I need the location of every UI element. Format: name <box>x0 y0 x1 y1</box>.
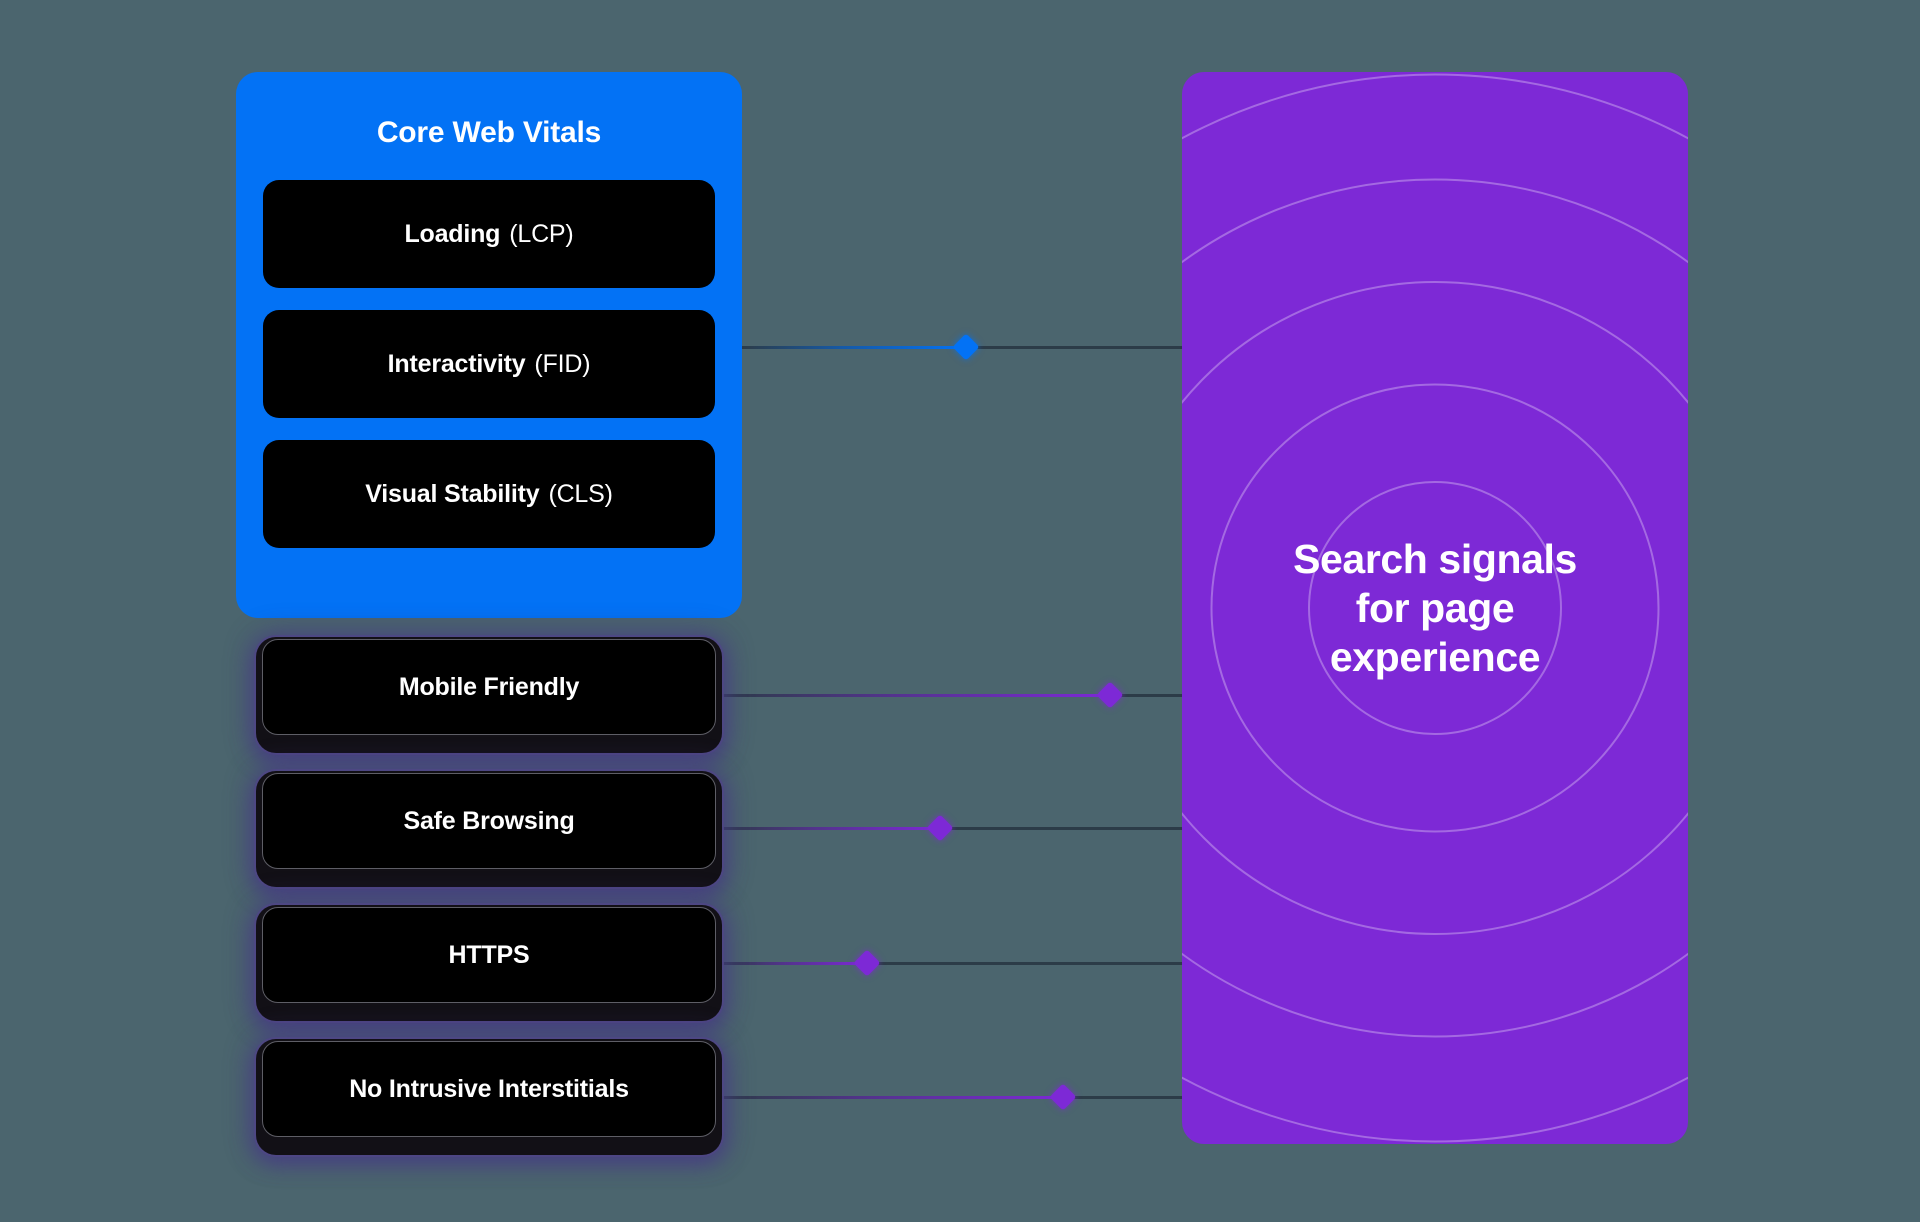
connector-flow <box>742 346 966 349</box>
metric-abbreviation: (CLS) <box>548 479 613 508</box>
connector-node-icon <box>1049 1083 1077 1111</box>
metric-abbreviation: (FID) <box>534 349 591 378</box>
signal-label: No Intrusive Interstitials <box>262 1041 716 1137</box>
signal-label: Mobile Friendly <box>262 639 716 735</box>
core-web-vitals-item-loading[interactable]: Loading (LCP) <box>263 180 715 288</box>
connector-rail <box>742 346 1182 349</box>
connector-node-icon <box>952 333 980 361</box>
signal-box-safe-browsing[interactable]: Safe Browsing <box>256 771 722 887</box>
connector-flow <box>722 694 1110 697</box>
signal-box-no-intrusive-interstitials[interactable]: No Intrusive Interstitials <box>256 1039 722 1155</box>
connector-rail <box>722 694 1182 697</box>
connector-rail <box>722 962 1182 965</box>
connector-flow <box>722 827 940 830</box>
signal-box-mobile-friendly[interactable]: Mobile Friendly <box>256 637 722 753</box>
concentric-ring-icon <box>1182 178 1688 1038</box>
search-signals-line-3: experience <box>1329 633 1541 680</box>
search-signals-panel: Search signals for page experience <box>1182 72 1688 1144</box>
search-signals-heading: Search signals for page experience <box>1182 535 1688 681</box>
metric-name: Loading <box>404 219 501 248</box>
core-web-vitals-panel: Core Web Vitals Loading (LCP) Interactiv… <box>236 72 742 618</box>
metric-name: Interactivity <box>387 349 526 378</box>
concentric-ring-icon <box>1308 481 1562 735</box>
connector-rail <box>722 827 1182 830</box>
connector-node-icon <box>1096 681 1124 709</box>
core-web-vitals-item-interactivity[interactable]: Interactivity (FID) <box>263 310 715 418</box>
core-web-vitals-title: Core Web Vitals <box>376 116 602 149</box>
connector-https <box>722 949 1182 977</box>
search-signals-line-1: Search signals <box>1293 535 1577 582</box>
connector-rail <box>722 1096 1182 1099</box>
concentric-ring-icon <box>1210 383 1660 833</box>
core-web-vitals-item-visual-stability[interactable]: Visual Stability (CLS) <box>263 440 715 548</box>
connector-no-intrusive-interstitials <box>722 1083 1182 1111</box>
connector-safe-browsing <box>722 814 1182 842</box>
connector-node-icon <box>853 949 881 977</box>
connector-flow <box>722 1096 1063 1099</box>
signal-label: Safe Browsing <box>262 773 716 869</box>
signal-label: HTTPS <box>262 907 716 1003</box>
connector-mobile-friendly <box>722 681 1182 709</box>
metric-abbreviation: (LCP) <box>509 219 574 248</box>
concentric-ring-icon <box>1182 73 1688 1143</box>
concentric-ring-icon <box>1182 281 1688 935</box>
connector-node-icon <box>926 814 954 842</box>
metric-name: Visual Stability <box>365 479 540 508</box>
connector-flow <box>722 962 867 965</box>
signal-box-https[interactable]: HTTPS <box>256 905 722 1021</box>
search-signals-line-2: for page <box>1355 584 1515 631</box>
connector-core-web-vitals <box>742 333 1182 361</box>
